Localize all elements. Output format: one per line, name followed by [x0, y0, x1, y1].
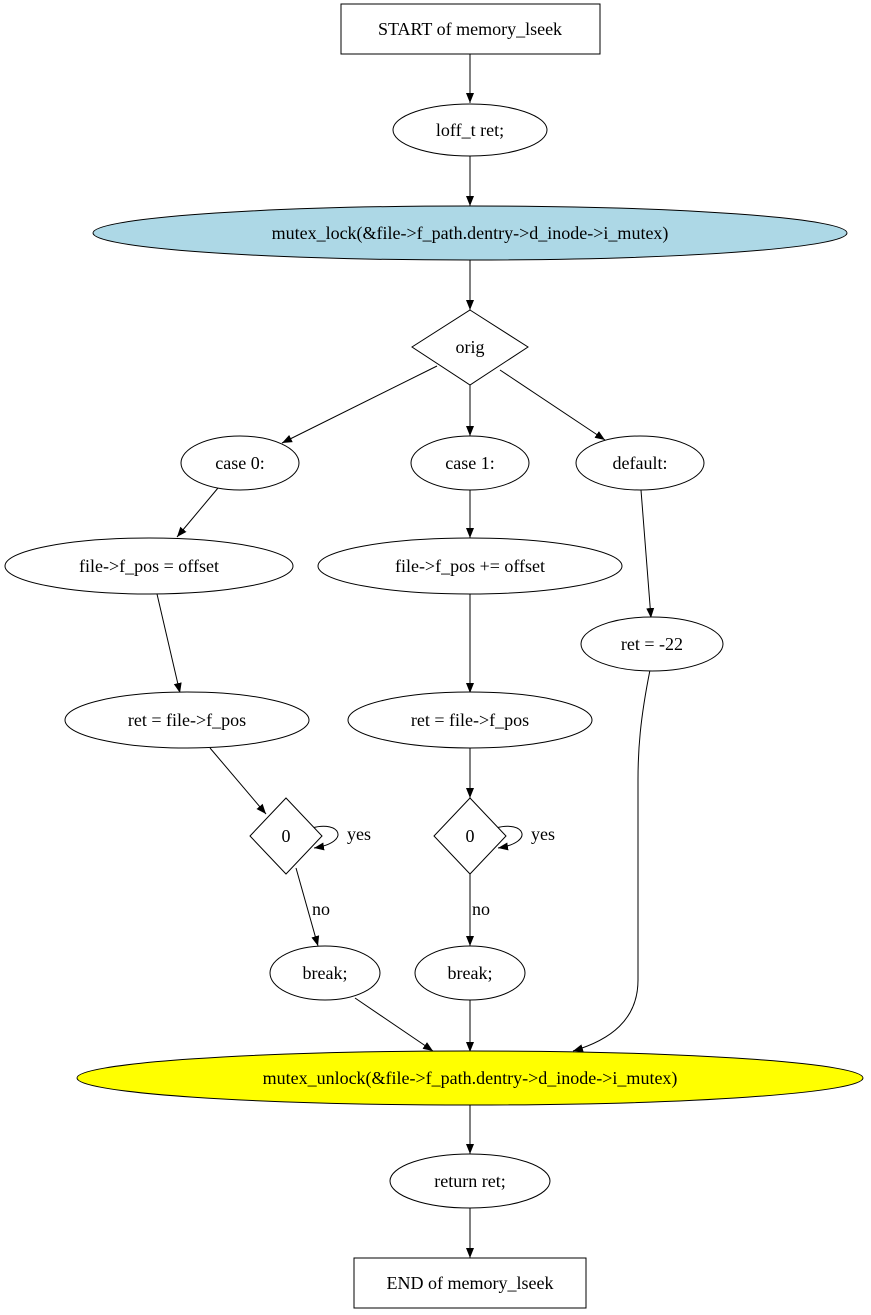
ret-neg-label: ret = -22	[621, 634, 683, 654]
edge-ret0-cond0	[209, 747, 267, 815]
mutex-unlock-node: mutex_unlock(&file->f_path.dentry->d_ino…	[76, 1050, 864, 1106]
cond1-no-label: no	[472, 899, 490, 919]
cond0-diamond	[249, 797, 323, 875]
ret-neg-ellipse	[580, 616, 724, 672]
edge-cond0-yes-loop	[311, 825, 339, 851]
mutex-lock-node: mutex_lock(&file->f_path.dentry->d_inode…	[92, 205, 848, 261]
default-label: default:	[613, 453, 668, 473]
end-label: END of memory_lseek	[387, 1273, 554, 1293]
mutex-lock-label: mutex_lock(&file->f_path.dentry->d_inode…	[272, 223, 669, 244]
end-node: END of memory_lseek	[353, 1257, 587, 1309]
break1-label: break;	[448, 963, 493, 983]
case1-label: case 1:	[445, 453, 494, 473]
edges	[156, 54, 655, 1258]
cond1-node: 0 yes no	[433, 797, 555, 919]
default-node: default:	[575, 435, 705, 491]
end-box	[353, 1257, 587, 1309]
case1-ellipse	[410, 435, 530, 491]
cond0-label: 0	[282, 826, 291, 846]
edge-default-retneg	[640, 489, 655, 619]
orig-diamond	[411, 309, 529, 386]
return-node: return ret;	[389, 1153, 551, 1209]
return-ellipse	[389, 1153, 551, 1209]
edge-cond1-yes-loop	[495, 825, 523, 851]
mutex-unlock-label: mutex_unlock(&file->f_path.dentry->d_ino…	[263, 1068, 678, 1089]
edge-assign0-ret0	[156, 593, 182, 694]
ret1-node: ret = file->f_pos	[347, 691, 593, 749]
assign0-node: file->f_pos = offset	[4, 537, 294, 595]
break0-label: break;	[303, 963, 348, 983]
default-ellipse	[575, 435, 705, 491]
orig-label: orig	[456, 337, 485, 357]
ret0-node: ret = file->f_pos	[64, 691, 310, 749]
assign1-node: file->f_pos += offset	[317, 537, 623, 595]
cond1-diamond	[433, 797, 507, 875]
orig-node: orig	[411, 309, 529, 386]
assign1-label: file->f_pos += offset	[395, 556, 545, 576]
cond1-yes-label: yes	[531, 824, 555, 844]
edge-retneg-unlock	[572, 669, 651, 1052]
cond0-no-label: no	[312, 899, 330, 919]
assign1-ellipse	[317, 537, 623, 595]
cond1-label: 0	[466, 826, 475, 846]
start-box	[340, 3, 601, 55]
case0-ellipse	[180, 435, 300, 491]
break0-node: break;	[269, 945, 381, 1001]
start-label: START of memory_lseek	[378, 19, 562, 39]
break1-ellipse	[414, 945, 526, 1001]
mutex-unlock-ellipse	[76, 1050, 864, 1106]
edge-orig-default	[499, 369, 606, 441]
case0-node: case 0:	[180, 435, 300, 491]
ret-neg-node: ret = -22	[580, 616, 724, 672]
ret1-label: ret = file->f_pos	[411, 710, 529, 730]
edge-break0-unlock	[354, 997, 434, 1052]
decl-node: loff_t ret;	[392, 103, 548, 157]
cond0-node: 0 yes no	[249, 797, 371, 919]
case1-node: case 1:	[410, 435, 530, 491]
assign0-ellipse	[4, 537, 294, 595]
break0-ellipse	[269, 945, 381, 1001]
ret0-label: ret = file->f_pos	[128, 710, 246, 730]
decl-ellipse	[392, 103, 548, 157]
assign0-label: file->f_pos = offset	[79, 556, 219, 576]
break1-node: break;	[414, 945, 526, 1001]
decl-label: loff_t ret;	[436, 120, 504, 140]
ret1-ellipse	[347, 691, 593, 749]
mutex-lock-ellipse	[92, 205, 848, 261]
start-node: START of memory_lseek	[340, 3, 601, 55]
ret0-ellipse	[64, 691, 310, 749]
edge-case0-assign0	[176, 487, 219, 538]
edge-cond0-break0	[295, 867, 320, 947]
case0-label: case 0:	[215, 453, 264, 473]
return-label: return ret;	[434, 1171, 505, 1191]
cond0-yes-label: yes	[347, 824, 371, 844]
edge-orig-case0	[281, 365, 438, 444]
